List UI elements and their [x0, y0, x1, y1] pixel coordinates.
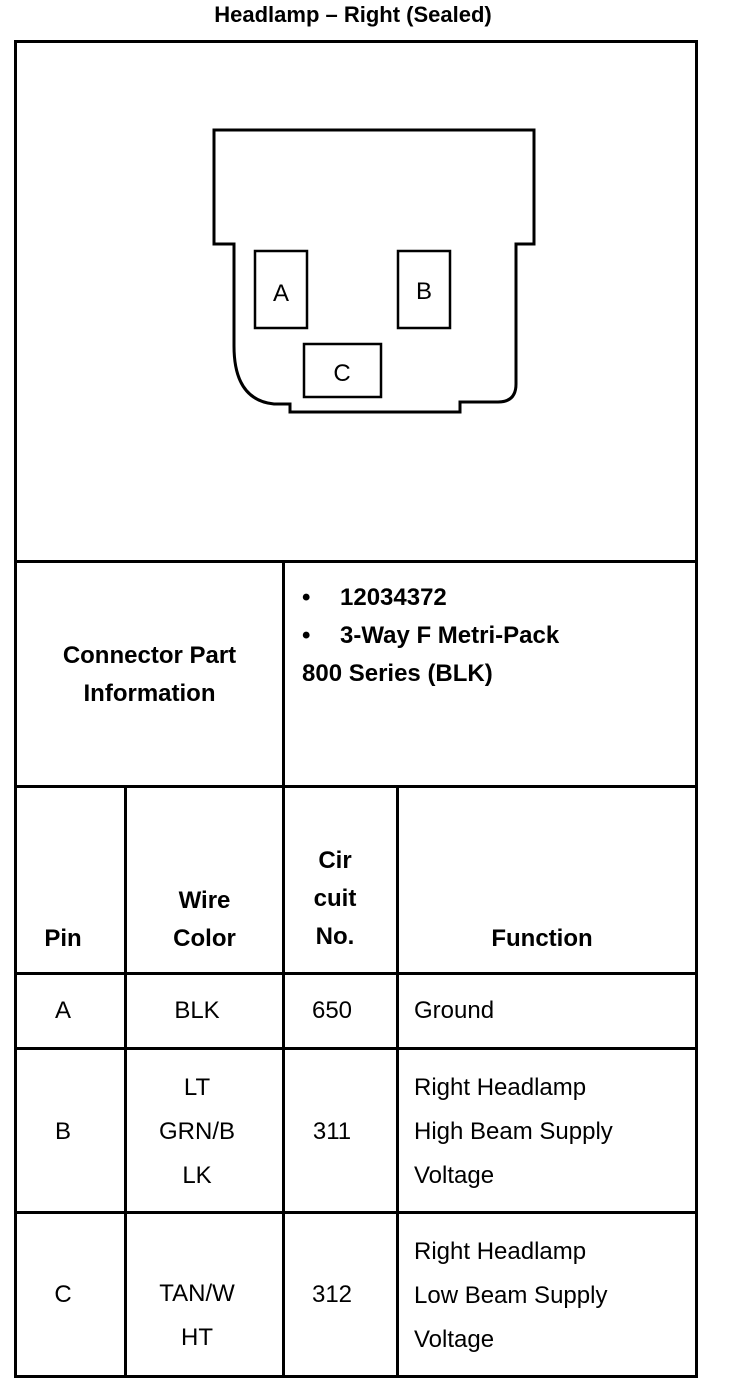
row-a-function: Ground: [414, 997, 495, 1024]
row-b-wire-line1: LT: [183, 1074, 211, 1101]
header-wire-line1: Wire: [178, 887, 231, 914]
row-a-wire: BLK: [174, 997, 220, 1024]
connector-info-values: • 12034372 • 3-Way F Metri-Pack 800 Series…: [302, 579, 692, 693]
connector-type: • 3-Way F Metri-Pack: [302, 617, 692, 655]
row-c-wire: TAN/W HT: [127, 1272, 267, 1360]
bullet-icon: •: [302, 584, 311, 611]
header-wire-color: Wire Color: [127, 882, 282, 958]
divider-row-b: [14, 1211, 698, 1214]
divider-col-circuit: [396, 785, 399, 1378]
row-b-circuit: 311: [312, 1118, 352, 1145]
connector-info-label-line1: Connector Part: [62, 642, 237, 669]
connector-series: 800 Series (BLK): [302, 660, 493, 687]
connector-face-diagram: A B C: [212, 128, 536, 414]
row-c-circuit: 312: [311, 1281, 353, 1308]
header-wire-line2: Color: [173, 925, 236, 952]
bullet-icon: •: [302, 622, 311, 649]
connector-part-number: • 12034372: [302, 579, 692, 617]
pin-a-cavity: [253, 249, 309, 330]
pin-b-cavity: [396, 249, 452, 330]
row-b-wire-line2: GRN/B: [158, 1118, 235, 1145]
row-b-wire-line3: LK: [182, 1162, 212, 1189]
row-c-function: Right Headlamp Low Beam Supply Voltage: [414, 1230, 694, 1362]
divider-part-info-col: [282, 560, 285, 788]
row-b-function-line2: High Beam Supply: [414, 1118, 613, 1145]
header-function: Function: [491, 925, 593, 952]
row-a-pin: A: [54, 997, 71, 1024]
pin-a-label: A: [273, 280, 289, 307]
divider-col-wire: [282, 785, 285, 1378]
divider-header: [14, 972, 698, 975]
row-b-function-line1: Right Headlamp: [414, 1074, 587, 1101]
row-b-pin: B: [54, 1118, 71, 1145]
pin-b-label: B: [416, 278, 432, 305]
divider-diagram: [14, 560, 698, 563]
header-circuit-no: Cir cuit No.: [285, 842, 385, 956]
row-c-pin: C: [54, 1281, 72, 1308]
row-c-function-line2: Low Beam Supply: [414, 1282, 608, 1309]
divider-part-info: [14, 785, 698, 788]
divider-col-pin: [124, 785, 127, 1378]
row-a-circuit: 650: [311, 997, 353, 1024]
row-c-wire-line1: TAN/W: [159, 1280, 235, 1307]
page-title: Headlamp – Right (Sealed): [214, 2, 492, 27]
row-b-wire: LT GRN/B LK: [127, 1066, 267, 1198]
connector-table-frame: [14, 40, 698, 1378]
header-circuit-line2: cuit: [313, 885, 357, 912]
row-c-function-line1: Right Headlamp: [414, 1238, 587, 1265]
row-c-wire-line2: HT: [181, 1324, 213, 1351]
header-circuit-line1: Cir: [318, 847, 352, 874]
header-pin: Pin: [44, 925, 82, 952]
part-number-text: 12034372: [340, 584, 447, 611]
pin-c-label: C: [333, 360, 350, 387]
row-b-function-line3: Voltage: [414, 1162, 495, 1189]
connector-info-label: Connector Part Information: [17, 637, 282, 713]
connector-type-text: 3-Way F Metri-Pack: [340, 622, 560, 649]
row-c-function-line3: Voltage: [414, 1326, 495, 1353]
divider-row-a: [14, 1047, 698, 1050]
row-b-function: Right Headlamp High Beam Supply Voltage: [414, 1066, 694, 1198]
header-circuit-line3: No.: [315, 923, 355, 950]
connector-outline: [212, 128, 536, 414]
connector-info-label-line2: Information: [83, 680, 216, 707]
pin-c-cavity: [302, 342, 383, 399]
